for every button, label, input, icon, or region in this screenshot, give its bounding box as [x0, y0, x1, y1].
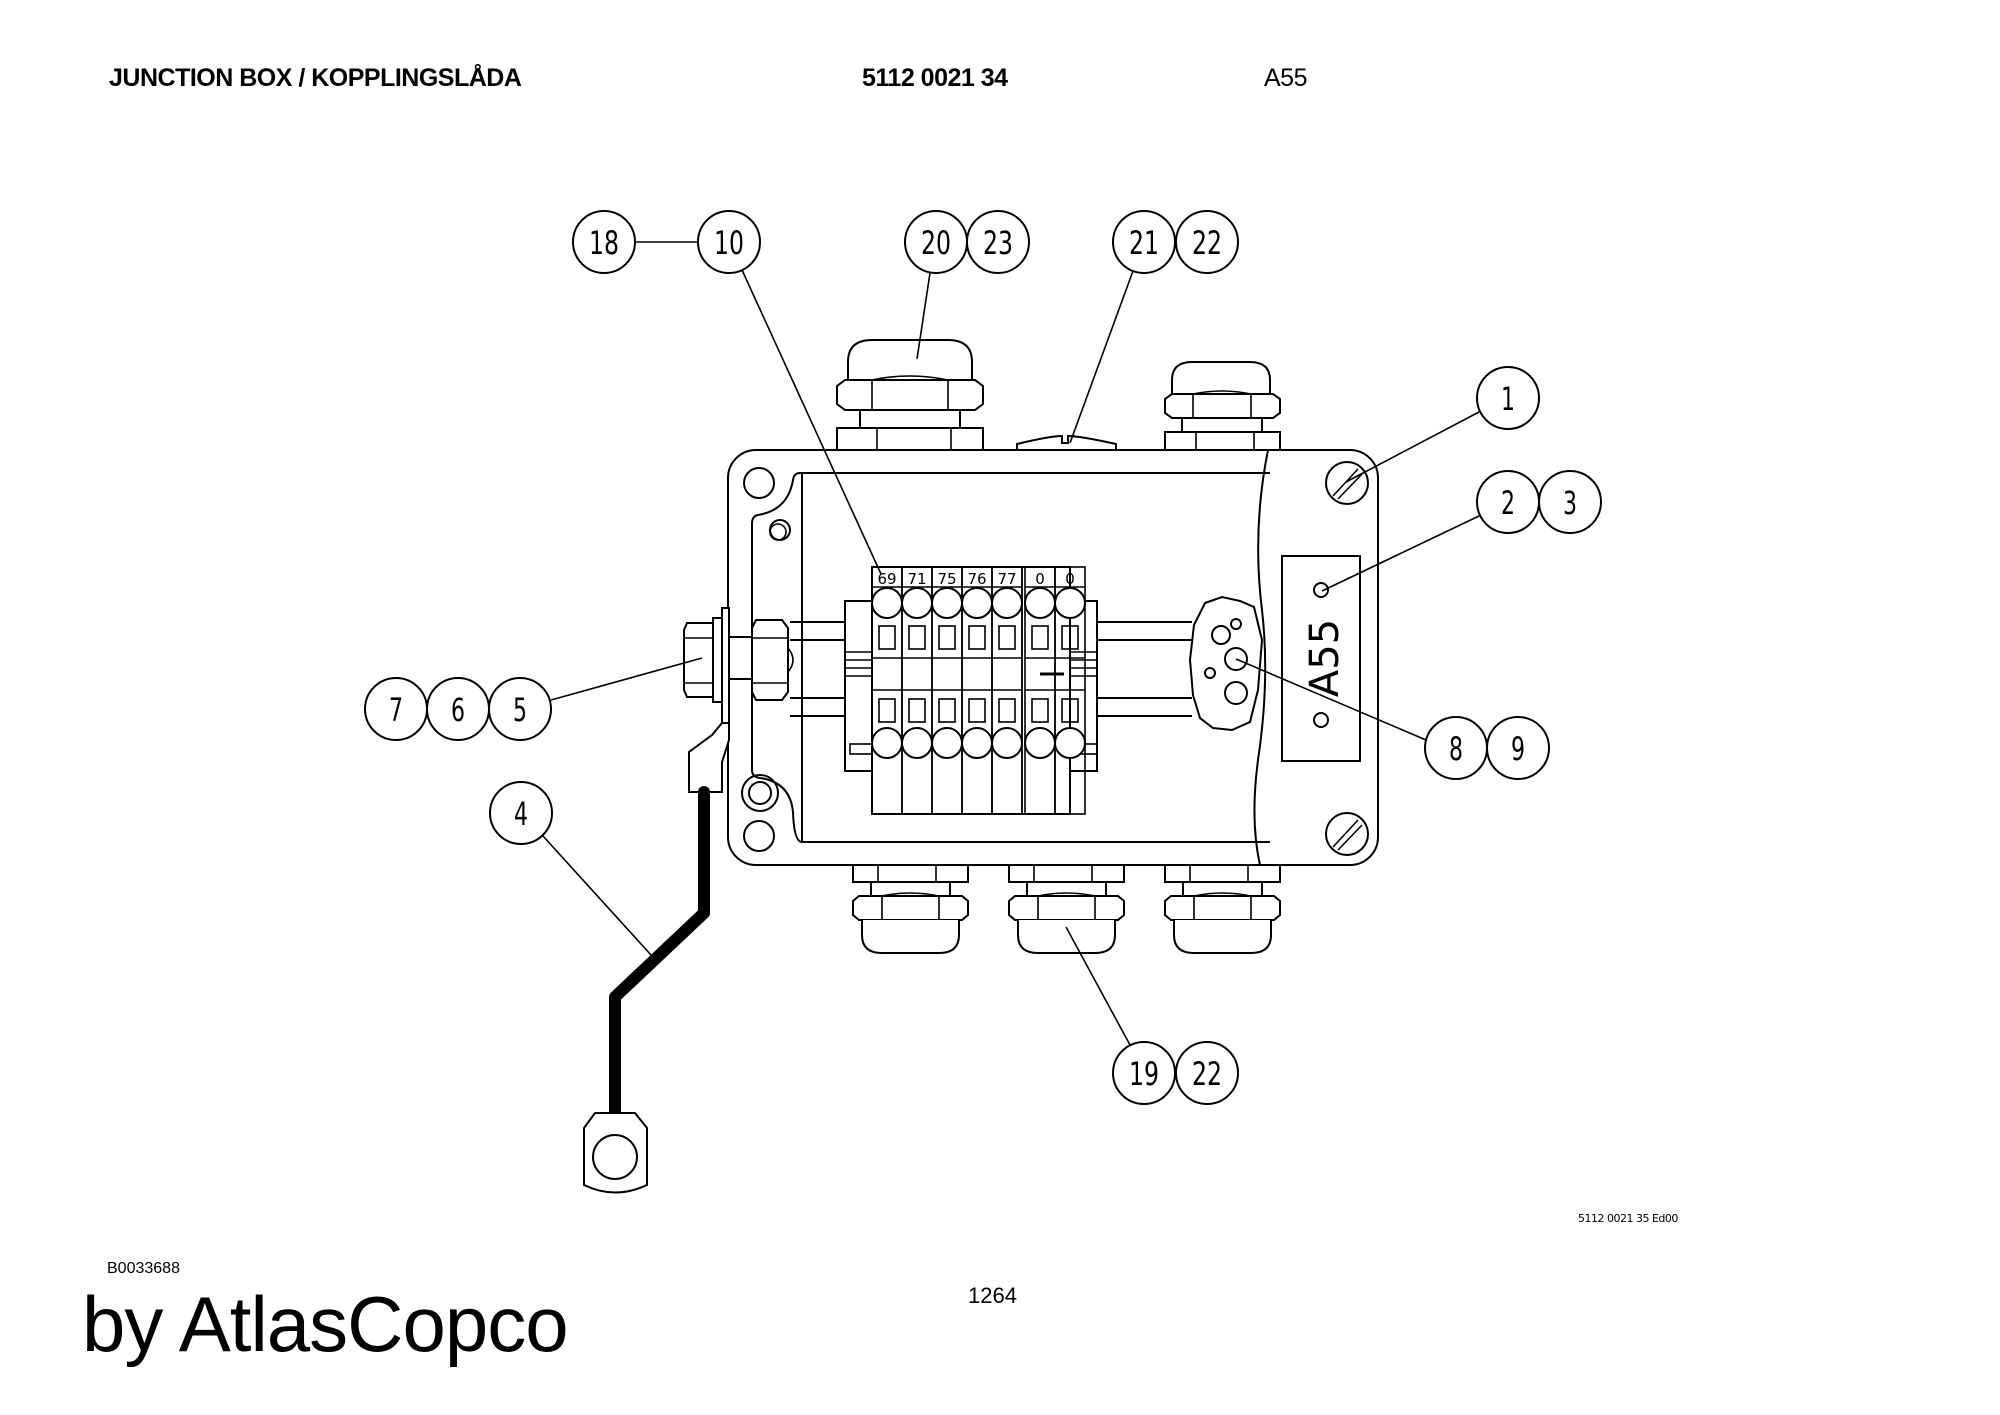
callout-label: 19	[1129, 1055, 1159, 1093]
brand-watermark: by AtlasCopco	[82, 1280, 569, 1368]
part-number: 5112 0021 34	[862, 64, 1008, 92]
terminal-2: 75	[931, 566, 963, 815]
callout-10: 10	[697, 210, 761, 274]
callout-19: 19	[1112, 1041, 1176, 1105]
callout-label: 1	[1501, 380, 1515, 418]
terminal-label: 71	[907, 570, 926, 588]
callout-label: 9	[1511, 730, 1525, 768]
callout-7: 7	[364, 677, 428, 741]
callout-3: 3	[1538, 470, 1602, 534]
callout-21: 21	[1112, 210, 1176, 274]
ground-cable	[609, 786, 710, 1119]
callout-4: 4	[489, 781, 553, 845]
callout-label: 22	[1192, 224, 1222, 262]
a55-label-plate: A55	[1281, 555, 1361, 762]
terminal-block: 69 71 75 76 77 0 0	[844, 566, 1098, 815]
callout-label: 4	[514, 795, 528, 833]
terminal-0: 69	[871, 566, 903, 815]
terminal-label: 0	[1065, 570, 1075, 588]
terminal-label: 75	[937, 570, 956, 588]
bottom-cable-gland-3	[1164, 864, 1281, 954]
callout-label: 2	[1501, 484, 1515, 522]
ground-cable-lug	[583, 1112, 648, 1194]
terminal-label: 77	[997, 570, 1016, 588]
callout-label: 7	[389, 691, 403, 729]
leader-lines	[542, 241, 1480, 1046]
bottom-cable-gland-1	[852, 864, 969, 954]
mount-hole-bottom-left	[743, 820, 775, 852]
callout-label: 6	[451, 691, 465, 729]
document-title: JUNCTION BOX / KOPPLINGSLÅDA	[109, 64, 522, 92]
terminal-1: 71	[901, 566, 933, 815]
callout-2: 2	[1476, 470, 1540, 534]
figure-id: B0033688	[107, 1260, 180, 1277]
callout-22: 22	[1175, 210, 1239, 274]
terminal-label: 76	[967, 570, 986, 588]
terminal-label: 69	[877, 570, 896, 588]
drawing-code: 5112 0021 35 Ed00	[1578, 1212, 1678, 1225]
cover-screw-top-right	[1325, 461, 1369, 505]
callout-label: 21	[1129, 224, 1159, 262]
component-reference: A55	[1264, 64, 1307, 92]
callout-20: 20	[904, 210, 968, 274]
callout-5: 5	[488, 677, 552, 741]
callout-6: 6	[426, 677, 490, 741]
callout-22: 22	[1175, 1041, 1239, 1105]
callout-23: 23	[966, 210, 1030, 274]
callout-label: 20	[921, 224, 951, 262]
star-washer	[1188, 595, 1264, 732]
bottom-cable-gland-2	[1008, 864, 1125, 954]
callout-label: 23	[983, 224, 1013, 262]
plate-label: A55	[1302, 619, 1348, 697]
page-number: 1264	[968, 1283, 1017, 1308]
ground-bolt-assembly	[683, 607, 794, 793]
callout-1: 1	[1476, 366, 1540, 430]
top-screw-plug	[1016, 434, 1117, 451]
terminal-6: 0	[1054, 566, 1086, 815]
callout-label: 8	[1449, 730, 1463, 768]
top-cable-gland-right	[1164, 361, 1281, 451]
mount-hole-top-left	[743, 467, 775, 499]
callout-9: 9	[1486, 716, 1550, 780]
callout-label: 10	[714, 224, 744, 262]
callout-label: 18	[589, 224, 619, 262]
callout-18: 18	[572, 210, 636, 274]
callout-label: 3	[1563, 484, 1577, 522]
callout-8: 8	[1424, 716, 1488, 780]
terminal-label: 0	[1035, 570, 1045, 588]
terminal-4: 77	[991, 566, 1023, 815]
callout-label: 22	[1192, 1055, 1222, 1093]
terminal-5: 0	[1024, 566, 1056, 815]
cover-screw-bottom-right	[1325, 812, 1369, 856]
callout-label: 5	[513, 691, 527, 729]
top-cable-gland-left	[836, 339, 984, 451]
